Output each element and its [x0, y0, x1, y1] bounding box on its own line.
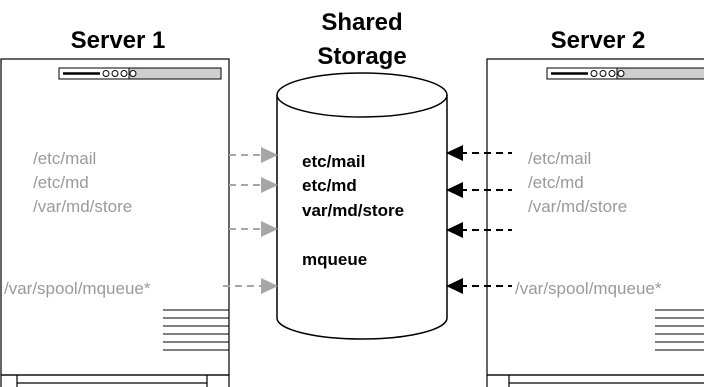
- server2-base: [486, 374, 704, 387]
- server2-path-etc-mail: /etc/mail: [528, 149, 591, 168]
- shared-storage-cylinder: [276, 72, 448, 340]
- storage-item-etc-mail: etc/mail: [302, 152, 365, 171]
- server1-arrow-spool: [223, 278, 278, 294]
- server2-vent: [655, 309, 704, 351]
- server2-path-etc-md: /etc/md: [528, 173, 584, 192]
- server1-vent: [163, 309, 229, 351]
- server1-tower: [0, 58, 230, 387]
- server1-case: [0, 58, 230, 376]
- server1-path-spool: /var/spool/mqueue*: [4, 279, 151, 298]
- server1-arrow-etc-md: [229, 177, 278, 193]
- server1-arrow-etc-mail: [229, 147, 278, 163]
- server1-path-etc-md: /etc/md: [33, 173, 89, 192]
- server1-arrow-var-md-store: [229, 221, 278, 237]
- server2-arrow-spool: [446, 278, 512, 294]
- server2-drive-bay: [546, 67, 704, 80]
- server1-drive-bay: [58, 67, 222, 80]
- storage-title-line2: Storage: [317, 43, 406, 70]
- server2-arrow-etc-mail: [446, 145, 512, 161]
- server2-arrow-etc-md: [446, 182, 512, 198]
- server1-base: [0, 374, 230, 387]
- server2-arrows: [446, 145, 512, 294]
- storage-item-var-md-store: var/md/store: [302, 201, 404, 220]
- server1-path-var-md-store: /var/md/store: [33, 197, 132, 216]
- cylinder-body: [276, 95, 448, 340]
- cylinder-top: [276, 72, 448, 118]
- server2-path-spool: /var/spool/mqueue*: [515, 279, 662, 298]
- server1-arrows: [223, 147, 278, 294]
- storage-title-line1: Shared: [321, 9, 402, 36]
- storage-item-etc-md: etc/md: [302, 176, 357, 195]
- server2-case: [486, 58, 704, 376]
- server1-path-etc-mail: /etc/mail: [33, 149, 96, 168]
- server2-arrow-var-md-store: [446, 222, 512, 238]
- storage-item-mqueue: mqueue: [302, 250, 367, 269]
- server2-path-var-md-store: /var/md/store: [528, 197, 627, 216]
- server1-title: Server 1: [71, 27, 166, 54]
- server2-tower: [486, 58, 704, 387]
- server2-title: Server 2: [551, 27, 646, 54]
